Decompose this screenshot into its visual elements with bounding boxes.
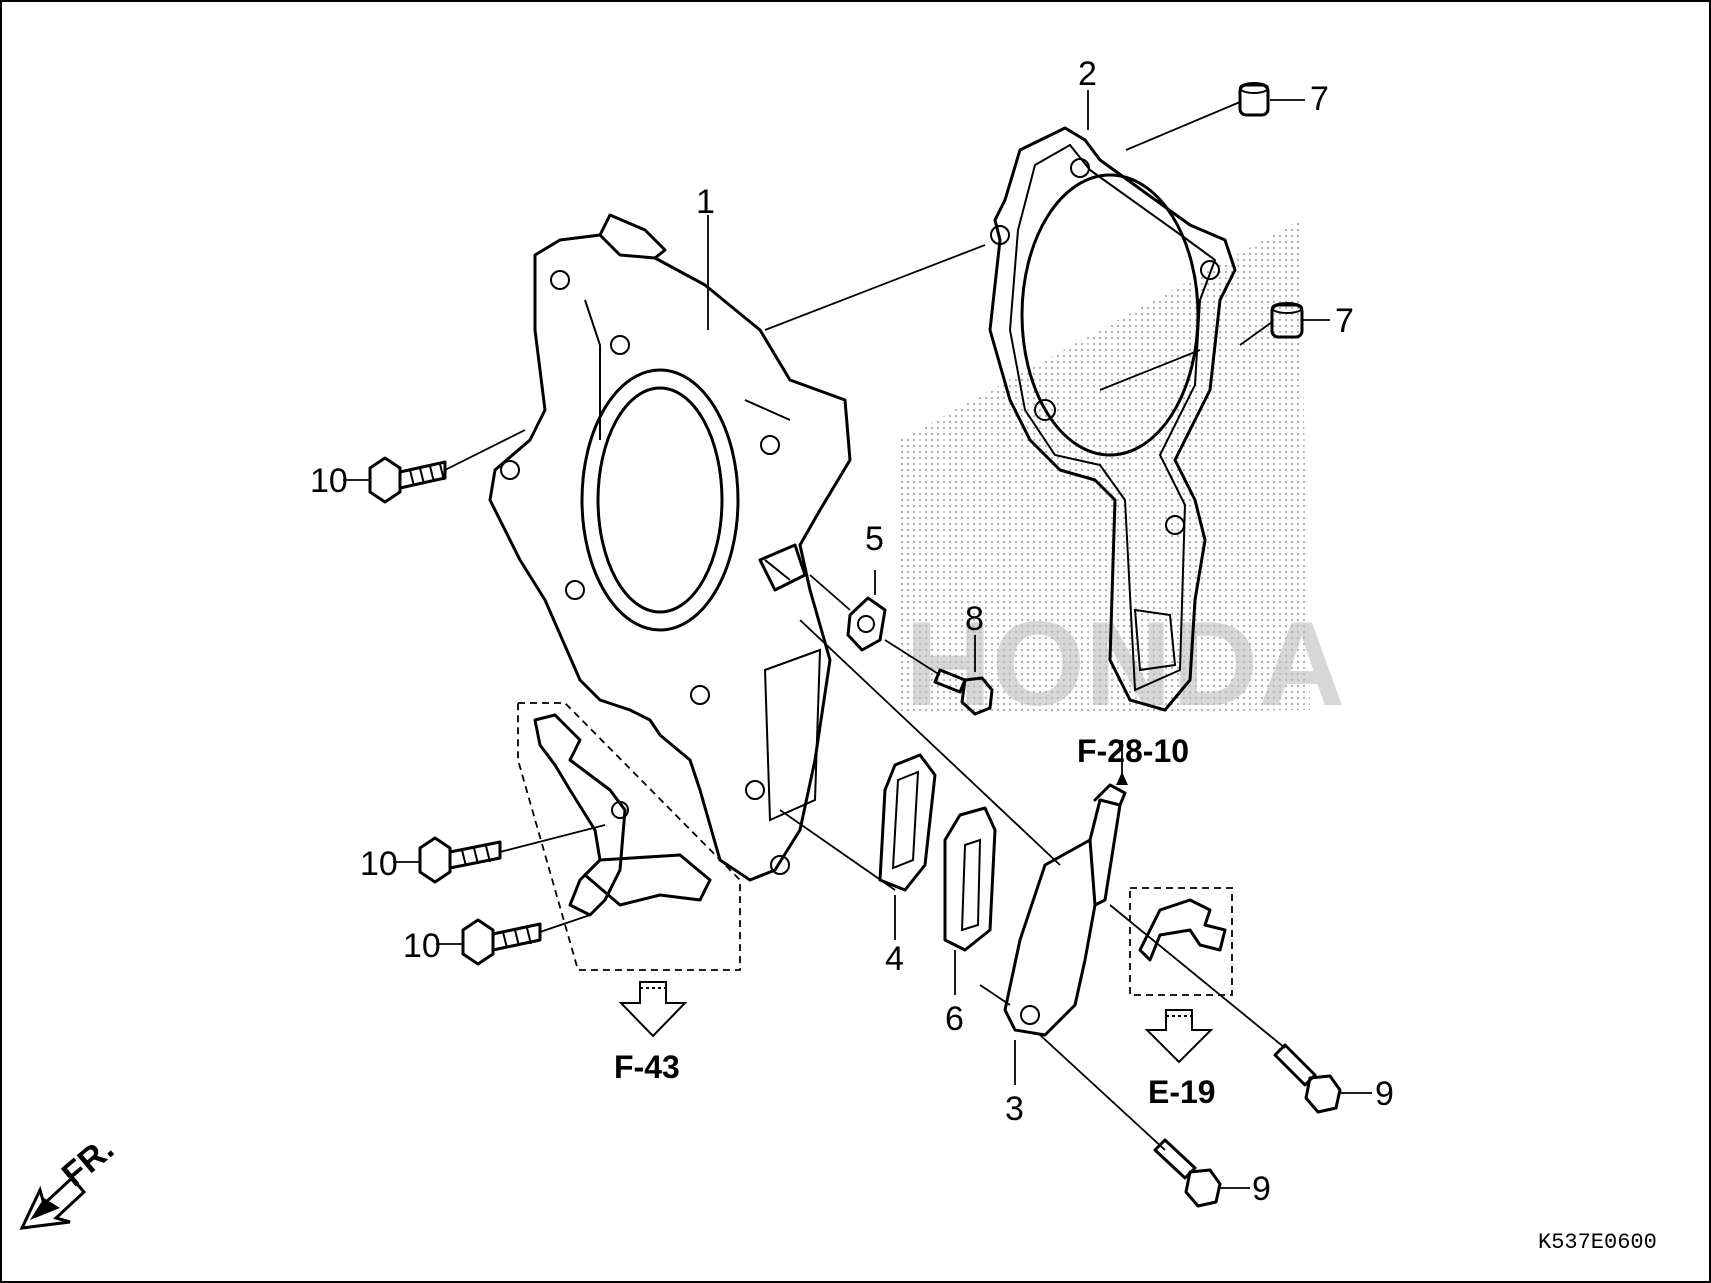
part-number-2: 2 <box>1078 55 1097 93</box>
reference-arrow-f43 <box>618 981 688 1038</box>
part-number-labels: 1 2 3 4 5 6 7 7 8 9 9 10 10 10 <box>310 55 1394 1208</box>
part-number-10-middle: 10 <box>360 845 398 883</box>
part-number-9-lower: 9 <box>1252 1170 1271 1208</box>
gasket-part-2 <box>988 126 1237 712</box>
bolt-part-9-lower <box>1153 1138 1222 1208</box>
nut-part-5 <box>846 596 887 652</box>
cover-part-3 <box>1003 783 1127 1037</box>
dowel-pin-part-7-top <box>1238 82 1270 117</box>
part-number-10-upper: 10 <box>310 462 348 500</box>
front-direction-arrow: FR. <box>19 1130 121 1230</box>
watermark-text: HONDA <box>905 597 1345 731</box>
sensor-harness-assembly <box>517 702 741 971</box>
plate-part-4 <box>878 753 937 892</box>
bolt-part-10-middle <box>418 836 502 884</box>
part-number-1: 1 <box>696 183 715 221</box>
honda-watermark: HONDA <box>900 220 1345 731</box>
part-number-8: 8 <box>965 600 984 638</box>
bolt-part-10-lower <box>461 918 542 966</box>
part-number-6: 6 <box>945 1000 964 1038</box>
cylinder-part-1 <box>488 213 852 882</box>
bracket-assembly <box>1129 887 1233 996</box>
reference-arrow-e19 <box>1144 1009 1214 1064</box>
part-number-7-top: 7 <box>1310 80 1329 118</box>
bolt-part-10-upper <box>368 456 447 504</box>
part-number-4: 4 <box>885 940 904 978</box>
part-number-10-lower: 10 <box>403 927 441 965</box>
part-number-5: 5 <box>865 520 884 558</box>
leader-lines <box>343 90 1372 1189</box>
diagram-code: K537E0600 <box>1538 1230 1657 1255</box>
reference-label-f43: F-43 <box>614 1049 680 1085</box>
part-number-9-upper: 9 <box>1375 1075 1394 1113</box>
bolt-part-8 <box>933 668 994 716</box>
reference-arrow-f28 <box>1116 772 1128 785</box>
reference-label-e19: E-19 <box>1148 1074 1216 1110</box>
part-number-7-mid: 7 <box>1335 302 1354 340</box>
part-number-3: 3 <box>1005 1090 1024 1128</box>
dowel-pin-part-7-mid <box>1270 302 1304 339</box>
reference-label-f28: F-28-10 <box>1077 733 1189 769</box>
gasket-part-6 <box>943 806 997 952</box>
bolt-part-9-upper <box>1273 1043 1342 1114</box>
